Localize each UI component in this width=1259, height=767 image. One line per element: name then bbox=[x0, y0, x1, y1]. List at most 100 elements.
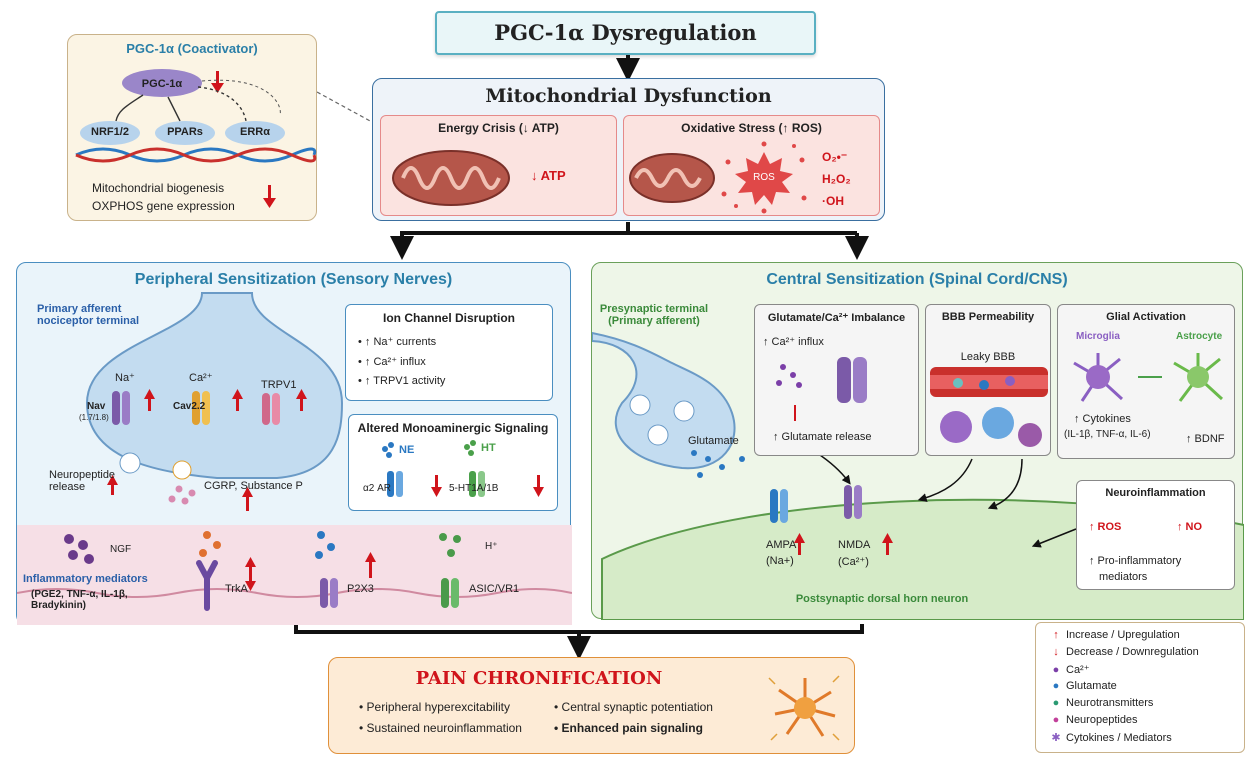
glial-box: Glial Activation Microglia Astrocyte ↑ C… bbox=[1057, 304, 1235, 459]
pain-item-3: • Sustained neuroinflammation bbox=[359, 721, 522, 735]
trka-label: TrkA bbox=[225, 583, 248, 595]
nav-label: Na⁺ bbox=[115, 372, 135, 384]
legend-item-increase: ↑Increase / Upregulation bbox=[1046, 629, 1179, 641]
species-1: O₂•⁻ bbox=[822, 150, 848, 164]
pain-item-1: • Peripheral hyperexcitability bbox=[359, 700, 510, 714]
astrocyte-shape bbox=[1173, 353, 1224, 402]
page-title: PGC-1α Dysregulation bbox=[494, 20, 757, 45]
ampa-label: AMPA bbox=[766, 539, 797, 551]
pain-item-2: • Central synaptic potentiation bbox=[554, 700, 713, 714]
species-2: H₂O₂ bbox=[822, 172, 851, 186]
target-label-1: NRF1/2 bbox=[91, 126, 129, 138]
bbb-box: BBB Permeability Leaky BBB bbox=[925, 304, 1051, 456]
legend-item-neurotransmitters: ●Neurotransmitters bbox=[1046, 697, 1154, 709]
pain-panel: PAIN CHRONIFICATION • Peripheral hyperex… bbox=[328, 657, 855, 754]
biogenesis-text: Mitochondrial biogenesis bbox=[92, 181, 225, 195]
cav-channel-shape bbox=[192, 391, 210, 425]
asic-shape bbox=[441, 578, 459, 608]
glutamate-dot-icon: ● bbox=[1052, 680, 1060, 692]
ion-channel-box: Ion Channel Disruption • ↑ Na⁺ currents … bbox=[345, 304, 553, 401]
ion-heading: Ion Channel Disruption bbox=[383, 311, 515, 325]
decrease-arrow bbox=[211, 71, 224, 93]
glu-release: ↑ Glutamate release bbox=[773, 431, 872, 443]
ne-label: NE bbox=[399, 444, 415, 456]
cav-label: Ca²⁺ bbox=[189, 372, 213, 384]
p2x3-shape bbox=[320, 578, 338, 608]
postsyn-label: Postsynaptic dorsal horn neuron bbox=[795, 593, 969, 605]
target-label-2: PPARs bbox=[167, 126, 203, 138]
ros-starburst bbox=[735, 152, 793, 205]
increase-arrow-icon: ↑ bbox=[1053, 629, 1059, 641]
dna-strand bbox=[75, 147, 317, 163]
presyn-label: Presynaptic terminal (Primary afferent) bbox=[599, 303, 709, 327]
neuroinflammation-box: Neuroinflammation ↑ ROS ↑ NO ↑ Pro-infla… bbox=[1076, 480, 1235, 590]
ht-receptor-label: 5-HT1A/1B bbox=[449, 483, 499, 494]
pgc-node bbox=[122, 69, 202, 97]
h-plus-label: H⁺ bbox=[485, 541, 498, 552]
neuro-ros: ↑ ROS bbox=[1089, 521, 1122, 533]
neuro-heading: Neuroinflammation bbox=[1105, 487, 1206, 499]
trka-shape bbox=[196, 560, 218, 611]
central-panel: Central Sensitization (Spinal Cord/CNS) … bbox=[591, 262, 1244, 620]
terminal-label: Primary afferent nociceptor terminal bbox=[37, 303, 140, 327]
legend-item-decrease: ↓Decrease / Downregulation bbox=[1046, 646, 1198, 658]
oxphos-text: OXPHOS gene expression bbox=[92, 199, 235, 213]
nociceptor-terminal bbox=[85, 292, 344, 479]
ht-receptor-shape bbox=[469, 471, 485, 497]
nav-channel-shape bbox=[112, 391, 130, 425]
neuro-pro: ↑ Pro-inflammatory bbox=[1089, 555, 1182, 567]
tissue-band bbox=[17, 525, 572, 625]
pain-neuron-graphic bbox=[768, 675, 840, 741]
title-box: PGC-1α Dysregulation bbox=[435, 11, 816, 55]
neuropeptide-label: Neuropeptide release bbox=[49, 469, 116, 493]
legend-panel: ↑Increase / Upregulation ↓Decrease / Dow… bbox=[1035, 622, 1245, 753]
mitochondrion-1 bbox=[392, 150, 510, 206]
neurotransmitter-dot-icon: ● bbox=[1052, 697, 1060, 709]
bbb-graphic bbox=[930, 367, 1048, 447]
oxidative-stress-box: Oxidative Stress (↑ ROS) ROS O₂•⁻ H₂O₂ ·… bbox=[623, 115, 880, 216]
ros-graphic bbox=[629, 141, 807, 214]
ion-item-1: • ↑ Na⁺ currents bbox=[358, 336, 437, 348]
central-heading: Central Sensitization (Spinal Cord/CNS) bbox=[766, 271, 1068, 288]
neuropeptide-dot-icon: ● bbox=[1052, 714, 1060, 726]
trpv1-label: TRPV1 bbox=[261, 379, 297, 391]
legend-item-cytokines: ✱Cytokines / Mediators bbox=[1046, 731, 1171, 745]
cav-sub: Cav2.2 bbox=[173, 401, 206, 412]
asic-label: ASIC/VR1 bbox=[469, 583, 520, 595]
target-node-1 bbox=[80, 121, 140, 145]
monoamine-box: Altered Monoaminergic Signaling NE HT α2… bbox=[348, 414, 558, 511]
glutamate-box: Glutamate/Ca²⁺ Imbalance ↑ Ca²⁺ influx ↑… bbox=[754, 304, 919, 456]
energy-heading: Energy Crisis (↓ ATP) bbox=[438, 121, 559, 135]
ngf-label: NGF bbox=[110, 544, 132, 555]
ion-item-2: • ↑ Ca²⁺ influx bbox=[358, 356, 426, 368]
decrease-arrow-2 bbox=[263, 185, 276, 208]
peripheral-panel: Peripheral Sensitization (Sensory Nerves… bbox=[16, 262, 572, 625]
calcium-dot-icon: ● bbox=[1052, 663, 1060, 676]
nav-sub: Nav bbox=[87, 401, 106, 412]
species-3: ·OH bbox=[822, 194, 844, 208]
astrocyte-label: Astrocyte bbox=[1176, 331, 1223, 342]
target-node-3 bbox=[225, 121, 285, 145]
pain-item-4: • Enhanced pain signaling bbox=[554, 721, 703, 735]
leaky-label: Leaky BBB bbox=[960, 351, 1016, 363]
coactivator-panel: PGC-1α (Coactivator) PGC-1α NRF1/2 PPARs… bbox=[67, 34, 317, 221]
target-label-3: ERRα bbox=[240, 126, 270, 138]
nmda-ion: (Ca²⁺) bbox=[838, 556, 869, 568]
pgc-node-label: PGC-1α bbox=[142, 78, 183, 90]
ros-label: ROS bbox=[753, 172, 775, 183]
inflam-list: (PGE2, TNF-α, IL-1β, Bradykinin) bbox=[31, 589, 128, 611]
alpha2-receptor-shape bbox=[387, 471, 403, 497]
ion-item-3: • ↑ TRPV1 activity bbox=[358, 375, 446, 387]
target-node-2 bbox=[155, 121, 215, 145]
nav-iso: (1.7/1.8) bbox=[79, 413, 109, 422]
nmda-label: NMDA bbox=[838, 539, 871, 551]
coactivator-graphic: PGC-1α bbox=[75, 69, 317, 208]
mito-panel: Mitochondrial Dysfunction Energy Crisis … bbox=[372, 78, 885, 221]
nmda-shape bbox=[844, 485, 862, 519]
inflam-label: Inflammatory mediators bbox=[23, 573, 148, 585]
cytokines-label: ↑ Cytokines bbox=[1074, 413, 1131, 425]
dashed-link bbox=[316, 91, 373, 123]
ht-label: HT bbox=[481, 442, 496, 454]
bbb-heading: BBB Permeability bbox=[941, 311, 1035, 323]
coactivator-heading: PGC-1α (Coactivator) bbox=[126, 41, 258, 56]
